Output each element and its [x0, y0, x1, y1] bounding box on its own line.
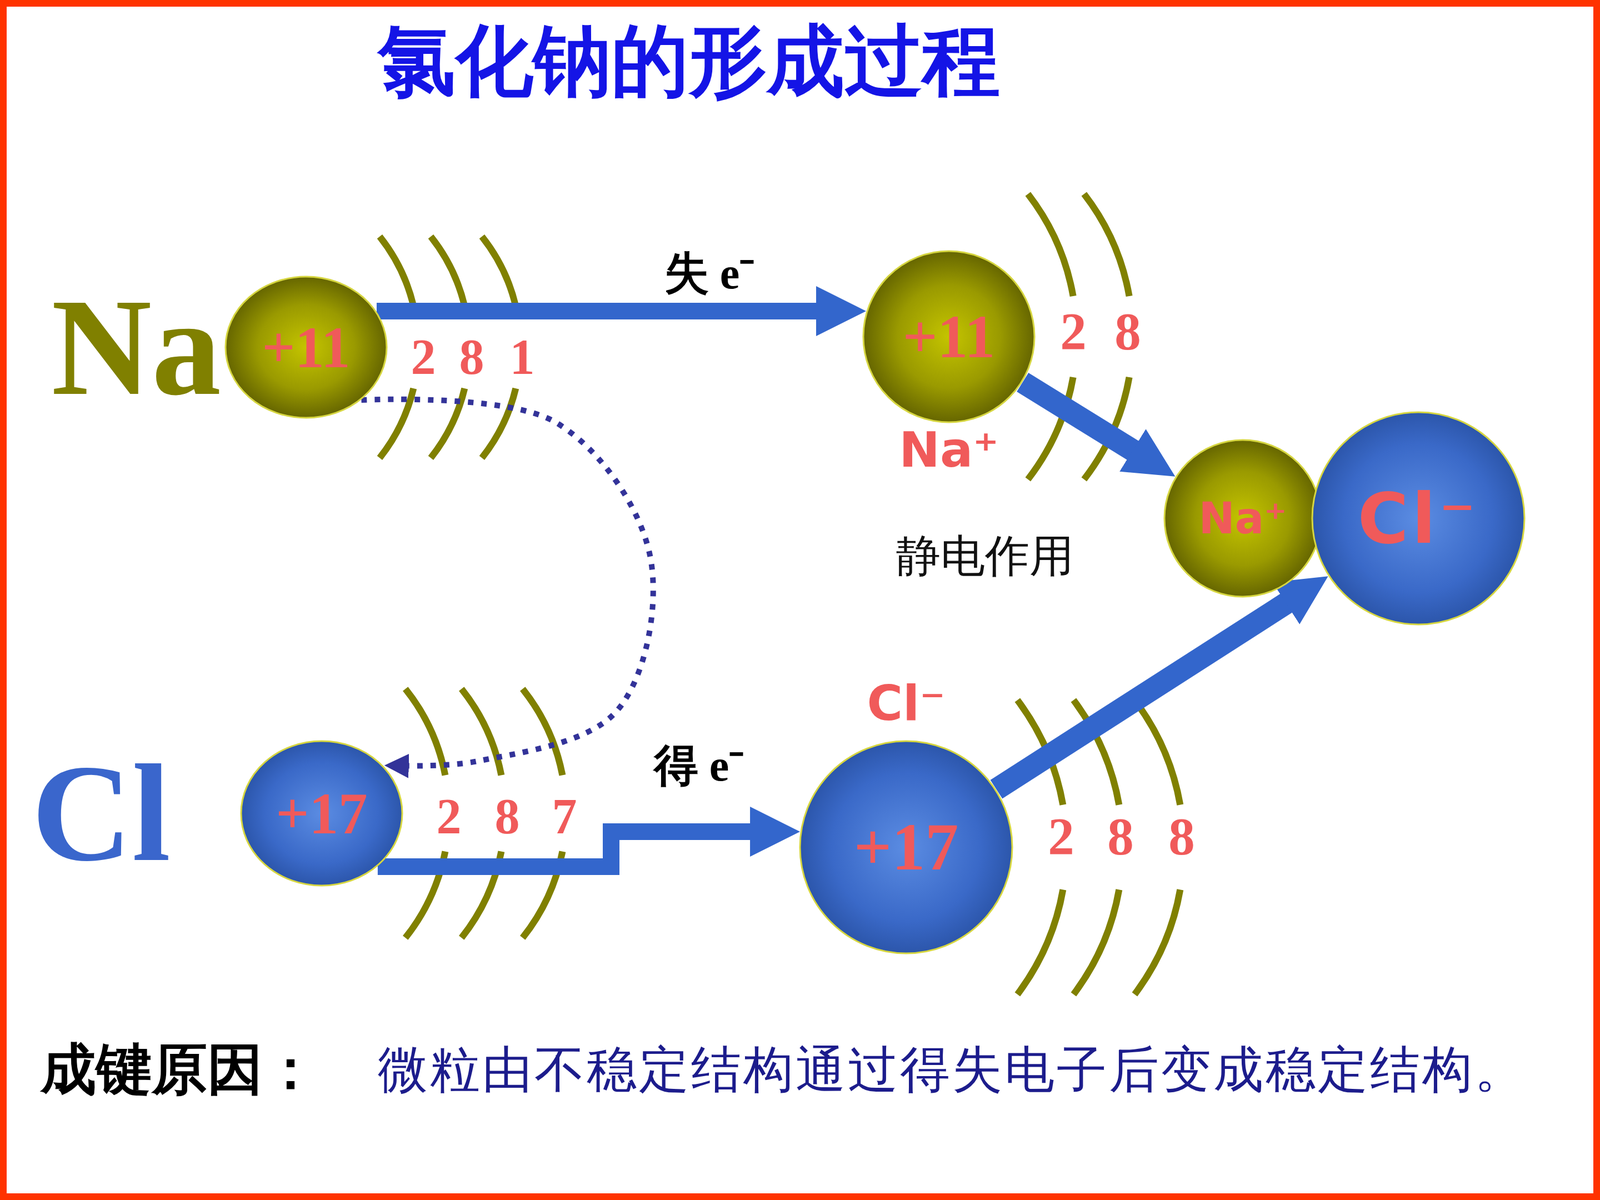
shell-arc — [481, 236, 516, 307]
ion-symbol: Na⁺ — [898, 425, 999, 475]
shell-arc — [1017, 889, 1063, 994]
shell-arc — [405, 688, 446, 775]
electron-count: 8 — [495, 791, 520, 842]
sodium-ion: +11Na⁺ — [862, 250, 1036, 424]
electron-count: 1 — [510, 332, 535, 383]
element-symbol: Na — [51, 277, 222, 417]
nuclear-charge: +17 — [853, 813, 959, 881]
sodium-ion-ball: Na⁺ — [1163, 438, 1323, 598]
process-arrow — [376, 302, 833, 320]
process-arrow — [996, 594, 1300, 790]
shell-arc — [481, 388, 516, 458]
sphere-outline — [800, 741, 1013, 954]
ion-symbol: Na⁺ — [1198, 496, 1287, 540]
shell-arc — [522, 688, 563, 775]
sodium-atom: Na+11 — [224, 275, 388, 419]
electron-count: 2 — [436, 791, 462, 842]
sphere-outline — [1164, 440, 1322, 597]
nuclear-charge: +11 — [902, 306, 996, 368]
sphere-outline — [863, 251, 1035, 423]
reason-text: 微粒由不稳定结构通过得失电子后变成稳定结构。 — [377, 1044, 1527, 1095]
chloride-ion: Cl⁻+17 — [798, 740, 1014, 955]
process-arrow — [1022, 382, 1148, 459]
page-border — [3, 3, 1597, 1197]
electron-count: 8 — [1168, 810, 1195, 864]
electron-count: 2 — [1060, 305, 1087, 359]
electron-count: 7 — [552, 791, 578, 842]
shell-arc — [430, 236, 465, 307]
shell-arc — [461, 688, 502, 775]
electron-count: 2 — [411, 332, 437, 383]
arrow-label: 得 e⁻ — [650, 743, 748, 788]
shell-arc — [1134, 889, 1180, 994]
nuclear-charge: +11 — [261, 318, 350, 377]
shell-arc — [1073, 889, 1119, 994]
ion-symbol: Cl⁻ — [866, 678, 945, 728]
nuclear-charge: +17 — [276, 784, 368, 843]
arrow-label: 失 e⁻ — [661, 251, 759, 296]
electron-count: 8 — [459, 332, 485, 383]
ion-symbol: Cl⁻ — [1357, 483, 1480, 554]
sphere-outline — [225, 276, 387, 418]
bond-note: 静电作用 — [896, 533, 1074, 579]
shell-arc — [1027, 193, 1073, 297]
chlorine-atom: Cl+17 — [240, 740, 404, 887]
electron-count: 2 — [1047, 810, 1075, 864]
shell-arc — [379, 236, 414, 307]
shell-arc — [379, 388, 414, 458]
chloride-ion-ball: Cl⁻ — [1311, 411, 1526, 626]
shell-arc — [1083, 193, 1129, 297]
electron-count: 8 — [1107, 810, 1134, 864]
title: 氯化钠的形成过程 — [377, 22, 1000, 100]
shell-arc — [1134, 700, 1180, 805]
sphere-outline — [241, 741, 403, 886]
element-symbol: Cl — [31, 743, 171, 883]
sphere-outline — [1312, 412, 1525, 625]
reason-heading: 成键原因： — [40, 1041, 319, 1098]
electron-count: 8 — [1114, 305, 1142, 359]
transfer-arrow — [361, 399, 653, 767]
